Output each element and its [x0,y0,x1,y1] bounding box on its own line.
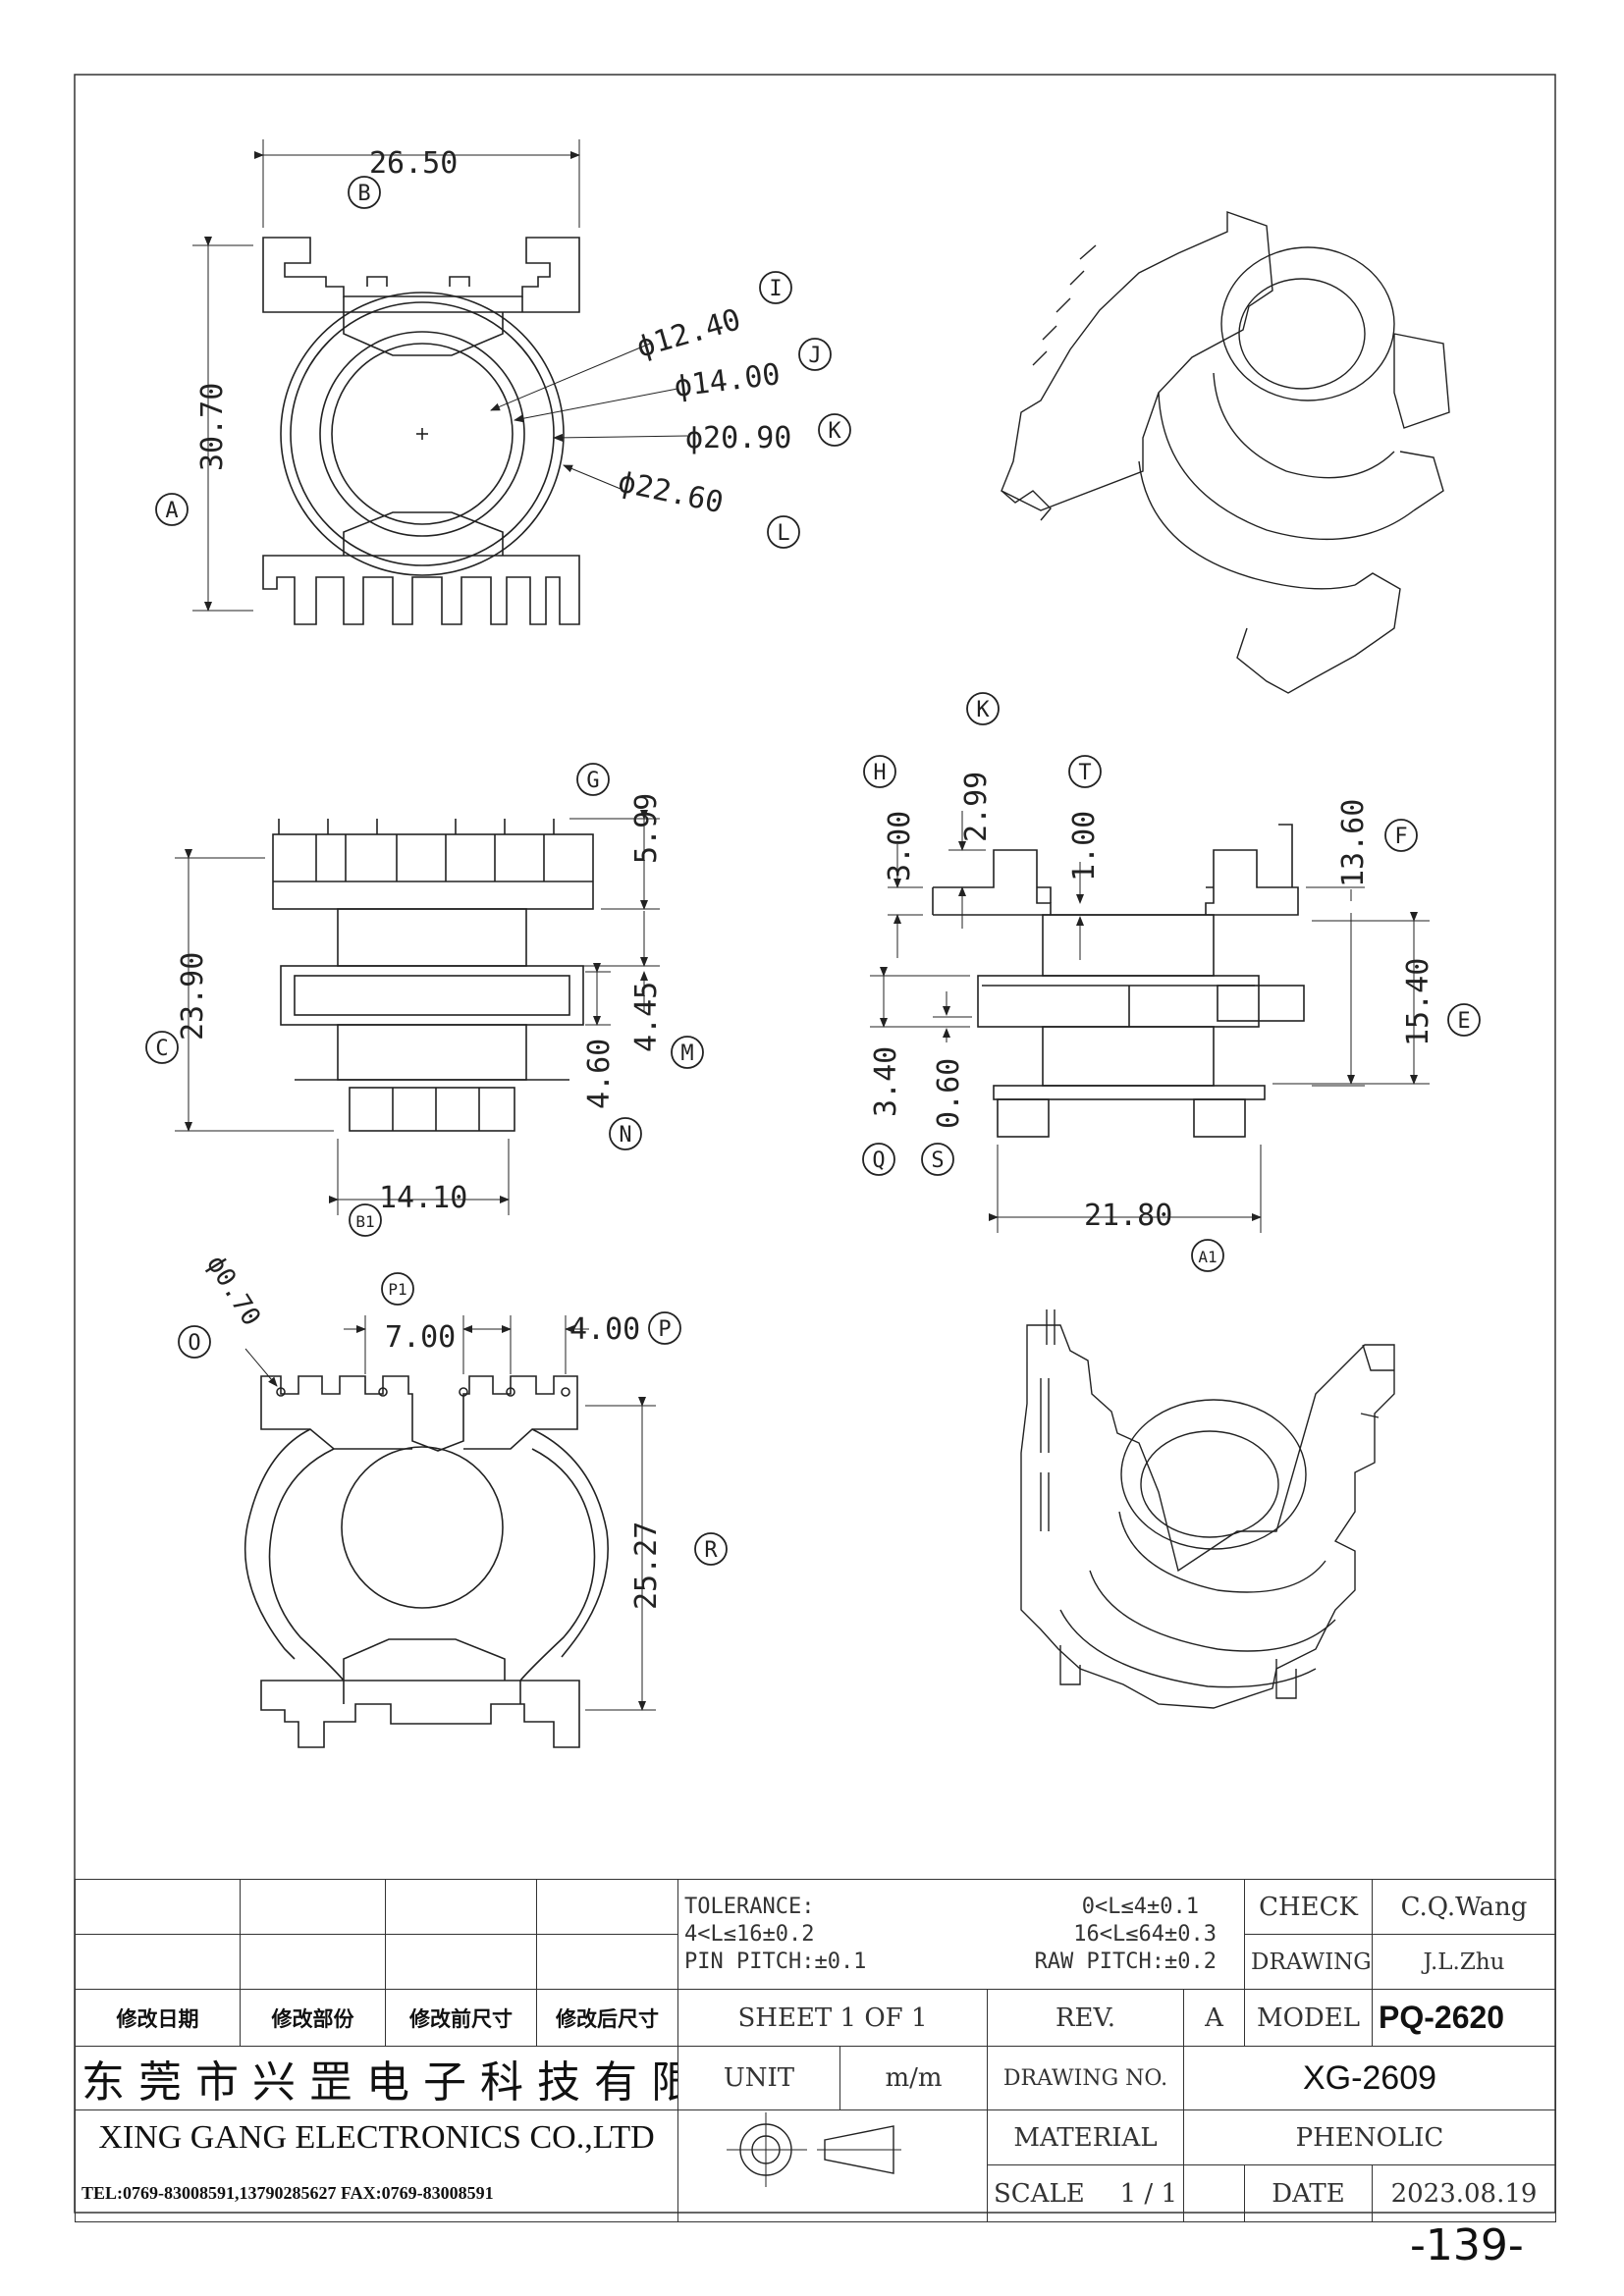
pin-pitch: PIN PITCH:±0.1 [684,1949,867,1974]
dim-dia-2: ϕ14.00 [673,357,783,404]
dim-height-top: 30.70 [195,383,230,471]
rev-label: REV. [987,1989,1184,2047]
check-label: CHECK [1244,1879,1373,1935]
drawing-no-value: XG-2609 [1183,2046,1556,2110]
label-j: J [808,344,821,368]
scale-cell: SCALE 1 / 1 [987,2164,1184,2222]
raw-pitch: RAW PITCH:±0.2 [1034,1949,1217,1974]
drawing-label: DRAWING [1244,1934,1373,1990]
isometric-view-bottom [1020,1309,1395,1709]
dim-r: 25.27 [629,1522,664,1610]
dim-o: ϕ0.70 [200,1251,266,1331]
company-name-en: XING GANG ELECTRONICS CO.,LTD [75,2109,678,2165]
dim-s: 0.60 [932,1058,966,1129]
isometric-view-top [1001,211,1450,694]
sheet-info: SHEET 1 OF 1 [677,1989,988,2047]
label-h: H [873,761,886,785]
tolerance-range-3: 16<L≤64±0.3 [1073,1921,1217,1947]
drawing-no-label: DRAWING NO. [987,2046,1184,2110]
label-a1: A1 [1198,1248,1217,1266]
check-value: C.Q.Wang [1372,1879,1556,1935]
side-view [870,811,1430,1233]
unit-label: UNIT [677,2046,840,2110]
tolerance-block: TOLERANCE: 0<L≤4±0.1 4<L≤16±0.2 16<L≤64±… [677,1879,1245,1990]
revision-part-header: 修改部份 [240,1989,386,2047]
dim-b1: 14.10 [379,1181,467,1215]
dim-width-top: 26.50 [369,146,458,181]
label-s: S [931,1148,944,1173]
bottom-view [244,1315,656,1748]
dim-dia-4: ϕ22.60 [615,465,726,521]
label-a: A [165,499,178,523]
dim-a1: 21.80 [1084,1199,1172,1233]
label-n: N [619,1123,631,1148]
material-value: PHENOLIC [1183,2109,1556,2165]
drawing-value: J.L.Zhu [1372,1934,1556,1990]
date-value: 2023.08.19 [1372,2164,1556,2222]
dim-dia-1: ϕ12.40 [633,302,745,365]
label-l: L [777,521,789,546]
label-p1: P1 [388,1280,406,1299]
label-t: T [1078,761,1091,785]
model-value: PQ-2620 [1372,1989,1556,2047]
label-q: Q [872,1148,885,1173]
label-b1: B1 [355,1212,374,1231]
dim-f: 13.60 [1336,799,1371,887]
dim-p1: 7.00 [385,1320,456,1355]
dim-e: 15.40 [1401,958,1435,1046]
unit-value: m/m [839,2046,988,2110]
dim-k: 2.99 [959,772,994,842]
scale-label: SCALE [994,2178,1085,2209]
page-number: -139- [1410,2220,1524,2270]
scale-value: 1 / 1 [1119,2178,1177,2209]
rev-value: A [1183,1989,1245,2047]
label-e: E [1457,1009,1470,1034]
tolerance-range-2: 4<L≤16±0.2 [684,1921,815,1947]
contact-info: TEL:0769-83008591,13790285627 FAX:0769-8… [75,2164,678,2222]
dim-p: 4.00 [569,1312,640,1347]
revision-date-header: 修改日期 [75,1989,241,2047]
tolerance-range-1: 0<L≤4±0.1 [1081,1894,1199,1919]
label-g: G [586,769,599,793]
dim-t: 1.00 [1067,811,1102,881]
dim-h: 3.00 [883,811,917,881]
tolerance-heading: TOLERANCE: [684,1894,815,1919]
dim-dia-3: ϕ20.90 [685,421,791,455]
label-f: F [1394,825,1407,849]
title-block: TOLERANCE: 0<L≤4±0.1 4<L≤16±0.2 16<L≤64±… [75,1879,1556,2222]
projection-cell [677,2109,988,2222]
front-view [175,810,660,1215]
material-label: MATERIAL [987,2109,1184,2165]
dim-c: 23.90 [176,952,210,1041]
label-p: P [658,1317,671,1342]
date-label: DATE [1244,2164,1373,2222]
dim-m: 4.45 [629,982,664,1052]
company-name-cn: 东莞市兴罡电子科技有限公司 [75,2046,678,2110]
label-b: B [357,182,370,206]
label-k: K [828,419,841,444]
label-o: O [188,1331,200,1356]
label-c: C [155,1037,168,1061]
dim-n: 4.60 [582,1039,617,1109]
dim-q: 3.40 [869,1046,903,1117]
label-k-side: K [976,698,990,722]
top-view [192,139,688,625]
revision-before-header: 修改前尺寸 [385,1989,537,2047]
revision-after-header: 修改后尺寸 [536,1989,678,2047]
model-label: MODEL [1244,1989,1373,2047]
label-m: M [680,1041,693,1066]
dim-g: 5.99 [629,793,664,864]
label-r: R [704,1538,718,1563]
label-i: I [769,277,782,301]
